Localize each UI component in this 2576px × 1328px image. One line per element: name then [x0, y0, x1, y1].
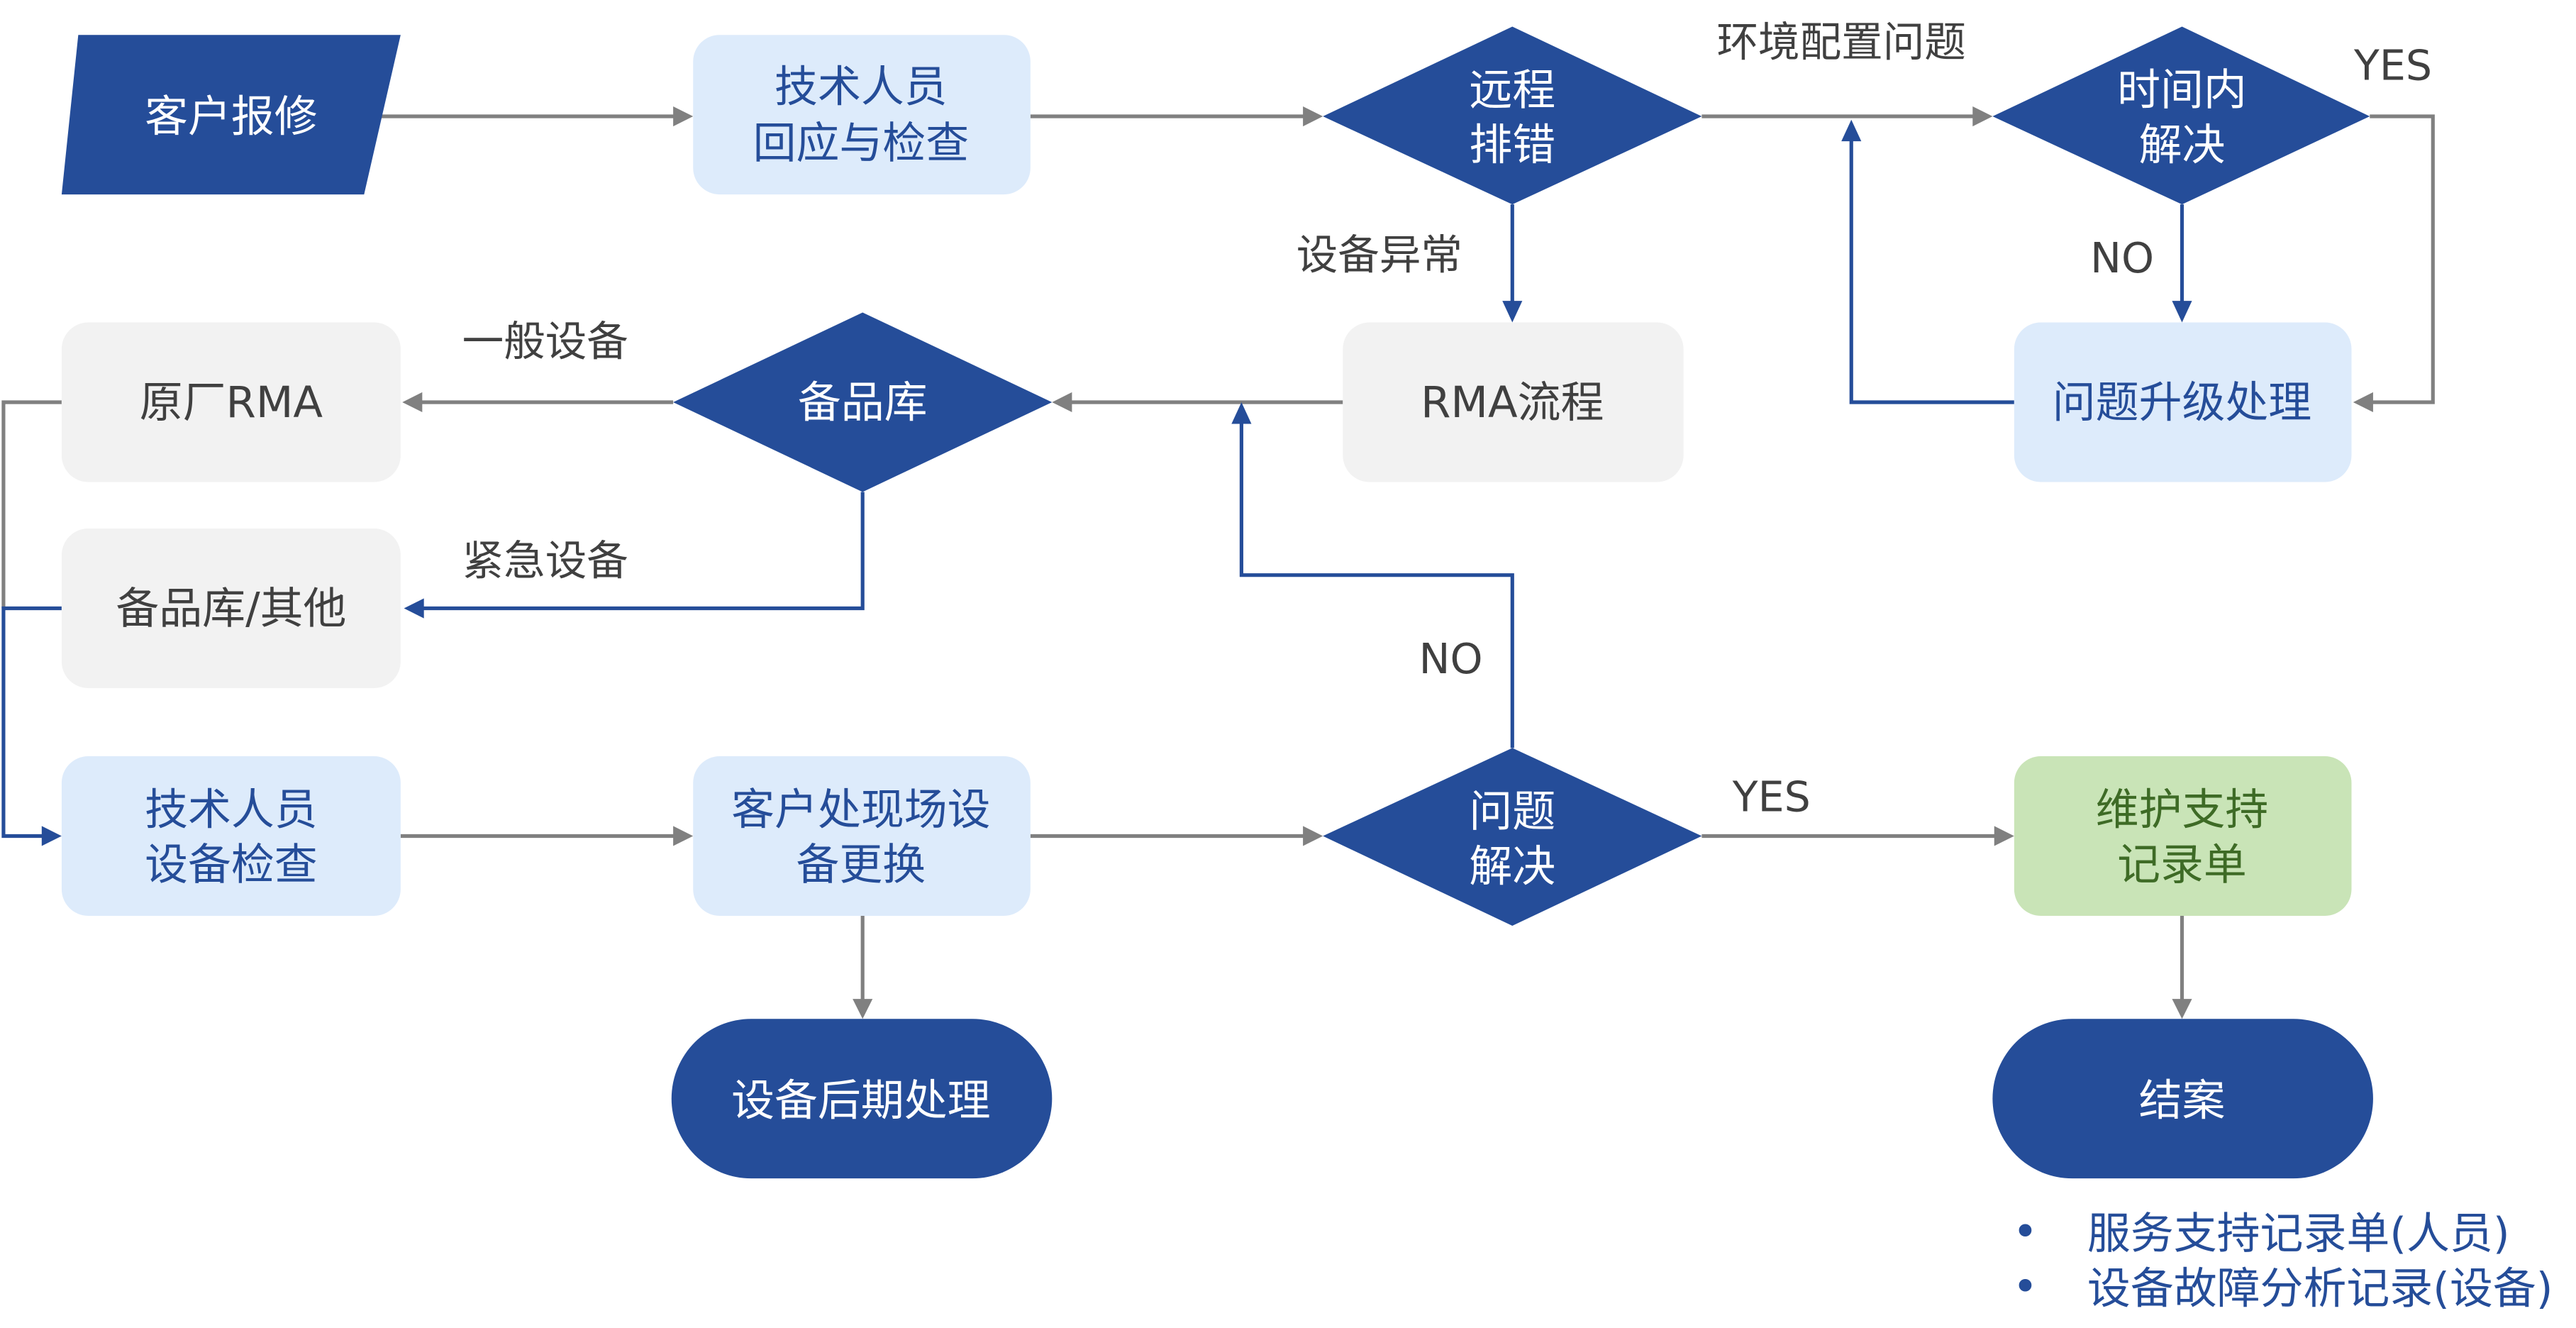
node-label: 设备后期处理 [731, 1075, 990, 1126]
label-device-abnormal: 设备异常 [1297, 231, 1462, 280]
edge-labels: 环境配置问题 设备异常 YES NO 一般设备 紧急设备 NO YES [462, 18, 2432, 821]
diamond-shape [1992, 26, 2370, 205]
edge-escalation-loop [1849, 136, 2014, 404]
node-escalation[interactable]: 问题升级处理 [2014, 322, 2352, 482]
node-maintenance-record[interactable]: 维护支持 记录单 [2014, 756, 2352, 916]
label-no-middle: NO [1419, 635, 1483, 683]
node-label-line1: 客户处现场设 [731, 785, 990, 835]
arrowhead-icon [41, 826, 62, 846]
label-general-device: 一般设备 [462, 317, 628, 365]
arrowhead-icon [673, 106, 694, 127]
edge-intime-yes [2367, 114, 2435, 404]
arrowhead-icon [1231, 402, 1252, 424]
arrowhead-icon [1303, 106, 1323, 127]
node-label-line2: 回应与检查 [753, 118, 970, 169]
diamond-shape [673, 312, 1053, 492]
node-spare-inventory[interactable]: 备品库 [673, 312, 1053, 492]
label-urgent-device: 紧急设备 [462, 537, 628, 585]
diamond-shape [1323, 748, 1702, 926]
arrowhead-icon [1303, 826, 1323, 846]
rounded-rect-shape [2014, 756, 2352, 916]
edge-resolved-no [1239, 419, 1514, 748]
diamond-shape [1323, 26, 1702, 205]
rounded-rect-shape [1343, 322, 1684, 482]
node-label-line1: 技术人员 [775, 62, 948, 112]
arrowhead-icon [1052, 392, 1072, 413]
terminator-shape [671, 1019, 1053, 1179]
node-label-line1: 问题 [1469, 786, 1555, 836]
label-yes-bottom: YES [1732, 773, 1811, 821]
node-rma-process[interactable]: RMA流程 [1343, 322, 1684, 482]
parallelogram-shape [61, 35, 401, 195]
arrowhead-icon [1994, 826, 2014, 846]
label-env-config-issue: 环境配置问题 [1717, 18, 1966, 67]
arrowhead-icon [2353, 392, 2373, 413]
bullet-icon: • [2013, 1262, 2038, 1312]
arrowhead-icon [1841, 119, 1862, 142]
rounded-rect-shape [61, 322, 401, 482]
arrowhead-icon [2172, 999, 2192, 1019]
arrowhead-icon [402, 392, 423, 413]
node-resolved-in-time[interactable]: 时间内 解决 [1992, 26, 2370, 205]
node-label-line2: 记录单 [2117, 839, 2247, 890]
node-label: 备品库/其他 [116, 584, 346, 634]
rounded-rect-shape [61, 756, 401, 916]
node-label-line2: 备更换 [796, 839, 926, 890]
label-no-top: NO [2090, 234, 2154, 282]
node-label-line1: 维护支持 [2096, 785, 2269, 835]
edge-vendor-left [1, 400, 62, 609]
node-customer-report[interactable]: 客户报修 [61, 35, 401, 195]
node-label: 问题升级处理 [2053, 377, 2311, 428]
node-device-post-processing[interactable]: 设备后期处理 [671, 1019, 1053, 1179]
node-label-line2: 设备检查 [145, 839, 318, 890]
node-label-line2: 解决 [2139, 120, 2226, 170]
node-label-line2: 解决 [1469, 841, 1555, 892]
node-label: 客户报修 [145, 92, 318, 142]
closing-notes: • 服务支持记录单(人员) • 设备故障分析记录(设备) [2013, 1207, 2553, 1314]
bullet-icon: • [2013, 1207, 2038, 1257]
arrowhead-icon [404, 598, 424, 619]
rounded-rect-shape [693, 35, 1031, 195]
arrowhead-icon [2172, 301, 2192, 323]
terminator-shape [1992, 1019, 2373, 1179]
connectors [1, 106, 2435, 1019]
rounded-rect-shape [61, 529, 401, 688]
node-vendor-rma[interactable]: 原厂RMA [61, 322, 401, 482]
arrowhead-icon [673, 826, 694, 846]
arrowhead-icon [853, 999, 873, 1019]
node-tech-device-check[interactable]: 技术人员 设备检查 [61, 756, 401, 916]
node-problem-resolved[interactable]: 问题 解决 [1323, 748, 1702, 926]
node-label-line2: 排错 [1469, 120, 1555, 170]
arrowhead-icon [1972, 106, 1993, 127]
node-label-line1: 技术人员 [145, 785, 318, 835]
node-close-case[interactable]: 结案 [1992, 1019, 2373, 1179]
node-spare-other[interactable]: 备品库/其他 [61, 529, 401, 688]
node-remote-troubleshoot[interactable]: 远程 排错 [1323, 26, 1702, 205]
node-onsite-replace[interactable]: 客户处现场设 备更换 [693, 756, 1031, 916]
node-tech-response[interactable]: 技术人员 回应与检查 [693, 35, 1031, 195]
rounded-rect-shape [2014, 322, 2352, 482]
node-label-line1: 远程 [1469, 65, 1555, 116]
arrowhead-icon [1502, 301, 1523, 323]
node-label: 结案 [2139, 1075, 2226, 1126]
note-item: 服务支持记录单(人员) [2087, 1209, 2510, 1259]
node-label: 备品库 [798, 377, 928, 428]
edge-other-to-check [1, 606, 62, 839]
node-label-line1: 时间内 [2117, 65, 2247, 116]
rounded-rect-shape [693, 756, 1031, 916]
node-label: RMA流程 [1421, 377, 1604, 428]
note-item: 设备故障分析记录(设备) [2087, 1263, 2553, 1314]
edge-spare-to-other [420, 492, 865, 611]
label-yes-top: YES [2353, 41, 2432, 89]
node-label: 原厂RMA [140, 377, 323, 428]
